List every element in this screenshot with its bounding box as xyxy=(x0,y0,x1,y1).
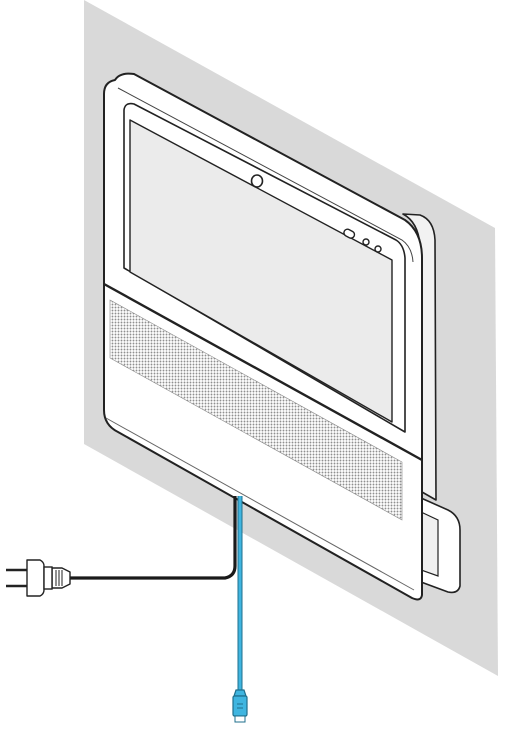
indicator-led-3 xyxy=(374,245,382,253)
housing-divider xyxy=(103,282,423,462)
indicator-led-2 xyxy=(362,238,370,246)
monitor-housing-side xyxy=(402,213,437,501)
power-cable xyxy=(70,496,237,580)
speaker-grille xyxy=(109,299,403,521)
power-plug xyxy=(6,559,71,597)
housing-bottom-edge xyxy=(105,417,415,591)
touch-screen xyxy=(129,119,393,423)
indicator-led-1 xyxy=(343,228,356,239)
rj45-connector xyxy=(232,689,248,723)
housing-top-bevel xyxy=(117,87,414,263)
front-camera xyxy=(250,174,264,188)
mounting-bracket-face xyxy=(420,511,439,577)
